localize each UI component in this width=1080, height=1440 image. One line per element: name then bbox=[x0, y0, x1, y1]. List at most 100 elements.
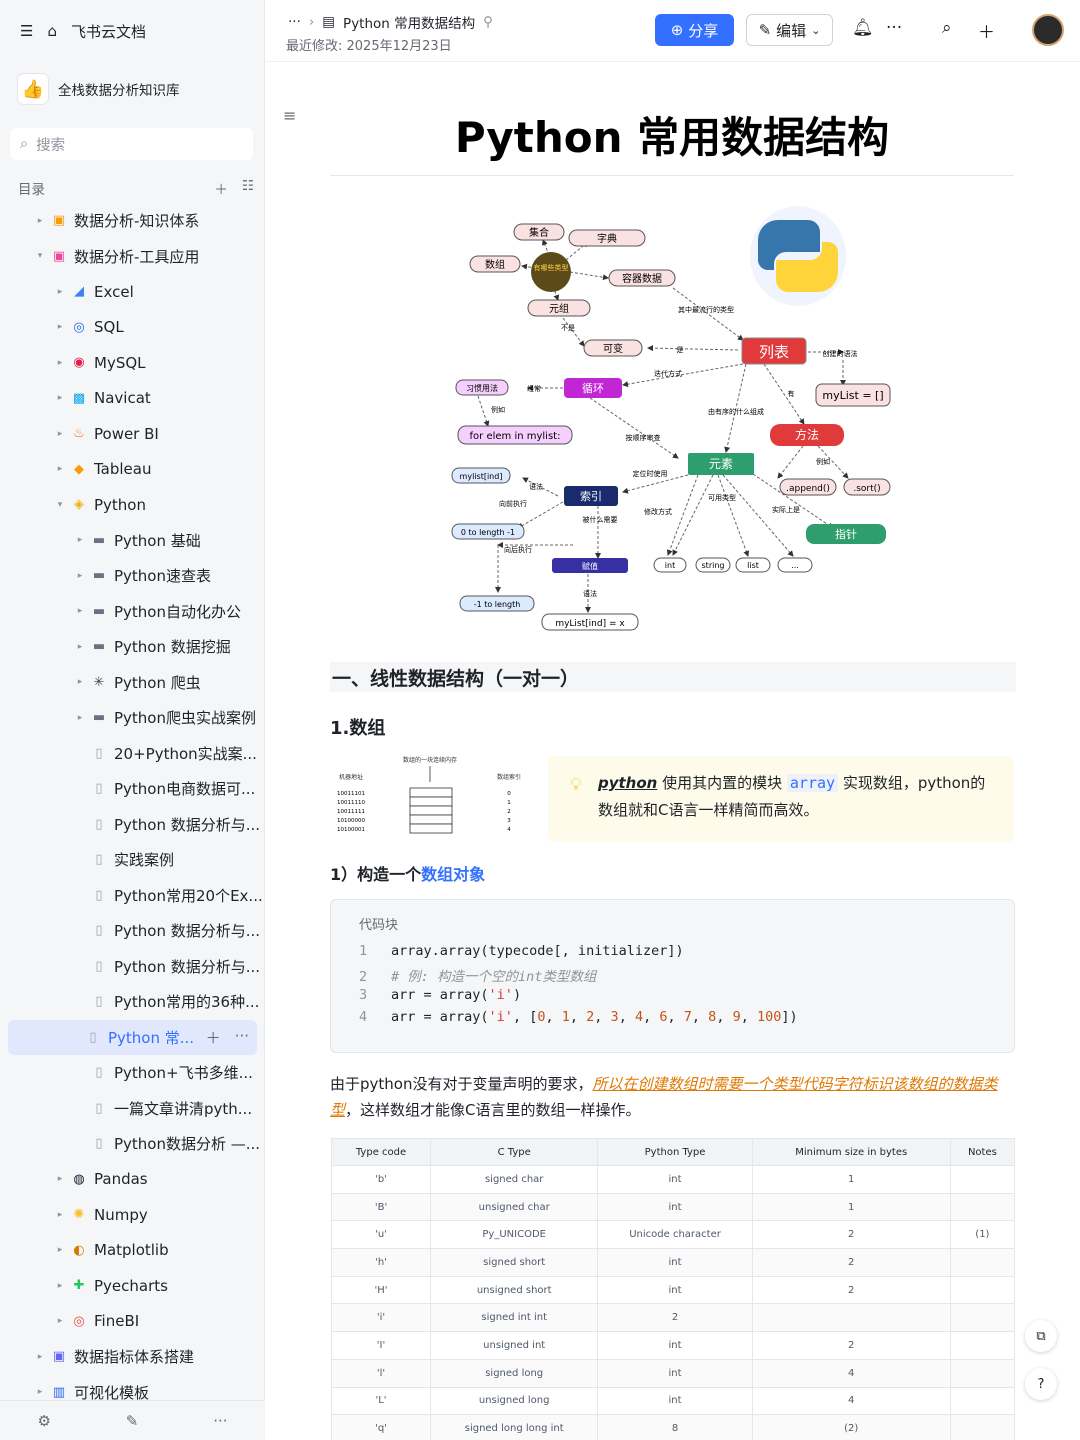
expand-right-icon[interactable]: ▸ bbox=[57, 286, 63, 297]
expand-right-icon[interactable]: ▸ bbox=[57, 1174, 63, 1185]
expand-right-icon[interactable]: ▸ bbox=[77, 606, 83, 617]
expand-right-icon[interactable]: ▸ bbox=[57, 464, 63, 475]
settings-icon[interactable]: ⚙ bbox=[37, 1411, 51, 1430]
svg-text:向后执行: 向后执行 bbox=[504, 545, 532, 554]
breadcrumb-doc-name[interactable]: Python 常用数据结构 bbox=[343, 16, 476, 32]
sidebar-item[interactable]: ▸▬Python速查表 bbox=[0, 558, 265, 594]
knowledge-base[interactable]: 👍 全栈数据分析知识库 bbox=[18, 74, 180, 104]
sidebar-item[interactable]: ▸✺Numpy bbox=[0, 1197, 265, 1233]
expand-right-icon[interactable]: ▸ bbox=[77, 677, 83, 688]
expand-right-icon[interactable]: ▸ bbox=[37, 215, 43, 226]
create-icon[interactable]: ＋ bbox=[978, 23, 995, 43]
expand-right-icon[interactable]: ▸ bbox=[57, 322, 63, 333]
table-cell: 'L' bbox=[330, 1386, 432, 1416]
avatar[interactable] bbox=[1032, 14, 1064, 46]
table-cell: signed int int bbox=[430, 1303, 599, 1333]
sidebar-item[interactable]: ▾◈Python bbox=[0, 487, 265, 523]
more-icon[interactable]: ··· bbox=[213, 1411, 228, 1430]
sidebar-item[interactable]: ▯实践案例 bbox=[0, 842, 265, 878]
sidebar-item[interactable]: ▸◎FineBI bbox=[0, 1304, 265, 1340]
expand-down-icon[interactable]: ▾ bbox=[37, 251, 43, 262]
sidebar-item[interactable]: ▸▣数据分析-知识体系 bbox=[0, 203, 265, 239]
expand-right-icon[interactable]: ▸ bbox=[37, 1351, 43, 1362]
sidebar-item[interactable]: ▸♨Power BI bbox=[0, 416, 265, 452]
edit-icon[interactable]: ✎ bbox=[125, 1411, 139, 1430]
sidebar-item[interactable]: ▸▬Python爬虫实战案例 bbox=[0, 700, 265, 736]
expand-right-icon[interactable]: ▸ bbox=[57, 393, 63, 404]
sidebar-item[interactable]: ▸◐Matplotlib bbox=[0, 1233, 265, 1269]
expand-right-icon[interactable]: ▸ bbox=[77, 570, 83, 581]
expand-right-icon[interactable]: ▸ bbox=[57, 1280, 63, 1291]
expand-right-icon[interactable]: ▸ bbox=[57, 1245, 63, 1256]
sidebar-item[interactable]: ▸◆Tableau bbox=[0, 452, 265, 488]
sidebar-item[interactable]: ▯Python+飞书多维... bbox=[0, 1055, 265, 1091]
sidebar-item[interactable]: ▯Python 数据分析与... bbox=[0, 913, 265, 949]
pin-icon[interactable]: ⚲ bbox=[483, 14, 494, 30]
sidebar-item[interactable]: ▯Python电商数据可... bbox=[0, 771, 265, 807]
expand-right-icon[interactable]: ▸ bbox=[57, 357, 63, 368]
item-more-icon[interactable]: ··· bbox=[234, 1026, 249, 1045]
sidebar-item[interactable]: ▸▬Python 数据挖掘 bbox=[0, 629, 265, 665]
table-cell: unsigned long bbox=[430, 1386, 599, 1416]
svg-text:由有序的什么组成: 由有序的什么组成 bbox=[708, 407, 764, 416]
sidebar-item[interactable]: ▸◎SQL bbox=[0, 310, 265, 346]
app-name[interactable]: 飞书云文档 bbox=[70, 22, 146, 41]
share-button[interactable]: ⊕ 分享 bbox=[655, 14, 734, 46]
expand-right-icon[interactable]: ▸ bbox=[77, 641, 83, 652]
step-heading-construct: 1）构造一个数组对象 bbox=[330, 861, 485, 885]
add-child-icon[interactable]: ＋ bbox=[205, 1028, 221, 1047]
table-cell: 1 bbox=[751, 1192, 951, 1222]
edit-mode-button[interactable]: ✎ 编辑 ⌄ bbox=[746, 14, 833, 46]
sidebar-item[interactable]: ▯Python 常...＋··· bbox=[8, 1019, 257, 1055]
svg-text:0 to length -1: 0 to length -1 bbox=[461, 528, 515, 537]
sidebar-item[interactable]: ▸▬Python 基础 bbox=[0, 523, 265, 559]
sidebar-item[interactable]: ▸◉MySQL bbox=[0, 345, 265, 381]
doc-icon: ▯ bbox=[95, 852, 103, 868]
bell-icon[interactable]: 🔔︎ bbox=[852, 18, 874, 38]
home-icon[interactable]: ⌂ bbox=[47, 22, 57, 40]
sidebar-item[interactable]: ▸▬Python自动化办公 bbox=[0, 594, 265, 630]
sidebar-item[interactable]: ▯Python常用20个Ex... bbox=[0, 878, 265, 914]
sidebar-item[interactable]: ▯20+Python实战案... bbox=[0, 736, 265, 772]
sidebar-item-label: Power BI bbox=[94, 424, 159, 443]
sidebar-item[interactable]: ▾▣数据分析-工具应用 bbox=[0, 239, 265, 275]
expand-right-icon[interactable]: ▸ bbox=[37, 1387, 43, 1398]
sidebar-item[interactable]: ▸▩Navicat bbox=[0, 381, 265, 417]
sidebar-item[interactable]: ▸✳Python 爬虫 bbox=[0, 665, 265, 701]
svg-text:.append(): .append() bbox=[786, 484, 830, 494]
sidebar-item[interactable]: ▯一篇文章讲清pyth... bbox=[0, 1091, 265, 1127]
more-options-icon[interactable]: ··· bbox=[886, 18, 903, 38]
sidebar-item[interactable]: ▯Python常用的36种... bbox=[0, 984, 265, 1020]
sidebar-item[interactable]: ▯Python 数据分析与... bbox=[0, 807, 265, 843]
table-cell bbox=[949, 1192, 1016, 1222]
collapse-sidebar-icon[interactable]: ☰ bbox=[20, 22, 34, 40]
sidebar-item[interactable]: ▸▣数据指标体系搭建 bbox=[0, 1339, 265, 1375]
array-object-link[interactable]: 数组对象 bbox=[421, 865, 486, 884]
subsection-heading-array: 1.数组 bbox=[330, 718, 386, 739]
expand-right-icon[interactable]: ▸ bbox=[57, 428, 63, 439]
sidebar-item[interactable]: ▯Python数据分析 —... bbox=[0, 1126, 265, 1162]
expand-right-icon[interactable]: ▸ bbox=[77, 535, 83, 546]
list-options-icon[interactable]: ☷ bbox=[241, 178, 254, 194]
doc-side-panel-button[interactable]: ⧉ bbox=[1025, 1320, 1057, 1352]
sidebar-item[interactable]: ▸▥可视化模板 bbox=[0, 1375, 265, 1411]
outline-toggle-icon[interactable]: ≡ bbox=[283, 106, 297, 125]
expand-right-icon[interactable]: ▸ bbox=[77, 712, 83, 723]
search-input[interactable]: ⌕ 搜索 bbox=[10, 128, 253, 160]
doc-icon: ▯ bbox=[95, 816, 103, 832]
svg-text:例如: 例如 bbox=[491, 405, 505, 414]
expand-down-icon[interactable]: ▾ bbox=[57, 499, 63, 510]
sidebar-item[interactable]: ▯Python 数据分析与... bbox=[0, 949, 265, 985]
expand-right-icon[interactable]: ▸ bbox=[57, 1209, 63, 1220]
folder-icon: ▬ bbox=[92, 710, 106, 726]
expand-right-icon[interactable]: ▸ bbox=[57, 1316, 63, 1327]
breadcrumb-more[interactable]: ··· bbox=[288, 14, 301, 30]
sidebar-item[interactable]: ▸◍Pandas bbox=[0, 1162, 265, 1198]
help-button[interactable]: ? bbox=[1025, 1368, 1057, 1400]
search-doc-icon[interactable]: ⌕ bbox=[942, 18, 952, 38]
add-icon[interactable]: ＋ bbox=[214, 182, 228, 198]
sidebar-item[interactable]: ▸◢Excel bbox=[0, 274, 265, 310]
sidebar-item[interactable]: ▸✚Pyecharts bbox=[0, 1268, 265, 1304]
